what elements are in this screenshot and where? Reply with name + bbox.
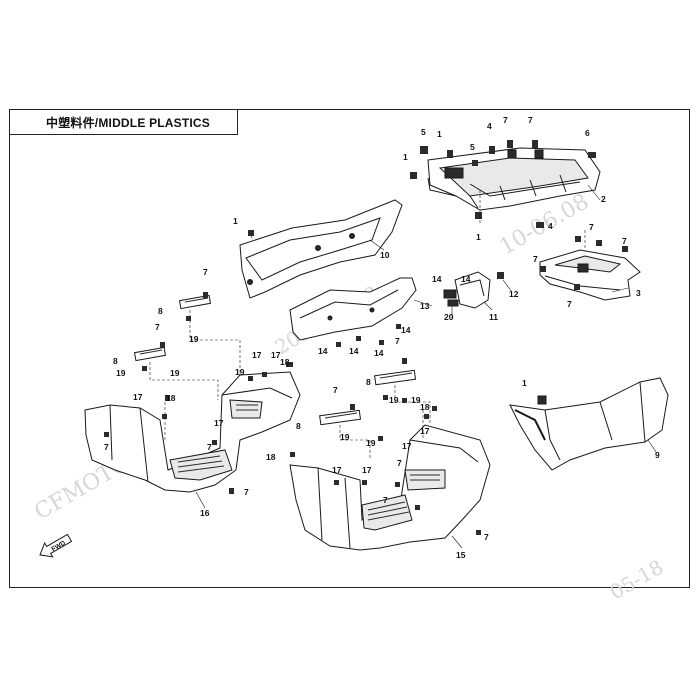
callout-1: 1	[522, 378, 527, 388]
callout-11: 11	[489, 312, 498, 322]
fasteners-part-3	[540, 236, 628, 290]
callout-19: 19	[170, 368, 180, 378]
callout-19: 19	[189, 334, 199, 344]
fwd-arrow-icon: FWD	[39, 533, 73, 558]
callout-17: 17	[402, 441, 412, 451]
part-20-clip	[443, 289, 459, 307]
callout-numbers: 1 1 1 1 1 2 3 4 4 5 5 6 7 7 7 7 7 7 7 7 …	[104, 115, 660, 560]
part-12-grommet	[497, 272, 504, 279]
fasteners-part-2	[410, 140, 596, 228]
callout-12: 12	[509, 289, 519, 299]
callout-7: 7	[207, 442, 212, 452]
callout-19: 19	[116, 368, 126, 378]
callout-18: 18	[280, 357, 290, 367]
callout-8: 8	[366, 377, 371, 387]
assembly-guides	[149, 190, 586, 460]
part-10-side-panel	[239, 199, 403, 299]
callout-14: 14	[461, 274, 471, 284]
callout-7: 7	[589, 222, 594, 232]
callout-20: 20	[444, 312, 454, 322]
part-3-bracket	[539, 249, 641, 301]
callout-16: 16	[200, 508, 210, 518]
callout-15: 15	[456, 550, 466, 560]
callout-7: 7	[203, 267, 208, 277]
callout-17: 17	[252, 350, 262, 360]
callout-9: 9	[655, 450, 660, 460]
callout-1: 1	[476, 232, 481, 242]
part-9-side-panel	[509, 377, 669, 471]
part-8-foot-strips	[133, 294, 417, 426]
callout-17: 17	[214, 418, 224, 428]
callout-7: 7	[533, 254, 538, 264]
callout-8: 8	[296, 421, 301, 431]
callout-14: 14	[401, 325, 411, 335]
callout-4: 4	[487, 121, 492, 131]
callout-18: 18	[266, 452, 276, 462]
callout-13: 13	[420, 301, 430, 311]
callout-7: 7	[484, 532, 489, 542]
callout-7: 7	[104, 442, 109, 452]
callout-1: 1	[403, 152, 408, 162]
callout-19: 19	[340, 432, 350, 442]
part-16-footwell	[84, 371, 301, 493]
callout-19: 19	[389, 395, 399, 405]
callout-8: 8	[158, 306, 163, 316]
callout-14: 14	[374, 348, 384, 358]
part-15-footwell	[289, 424, 491, 551]
callout-17: 17	[332, 465, 342, 475]
watermark-date-c: 05-18	[606, 555, 668, 605]
part-13-center-fairing	[289, 277, 417, 341]
callout-17: 17	[271, 350, 281, 360]
callout-5: 5	[470, 142, 475, 152]
leader-lines	[195, 184, 657, 549]
page-title: 中塑料件/MIDDLE PLASTICS	[9, 109, 238, 135]
callout-6: 6	[585, 128, 590, 138]
callout-14: 14	[349, 346, 359, 356]
callout-7: 7	[155, 322, 160, 332]
callout-7: 7	[383, 495, 388, 505]
callout-7: 7	[622, 236, 627, 246]
part-2-bracket	[427, 147, 601, 211]
callout-3: 3	[636, 288, 641, 298]
callout-14: 14	[318, 346, 328, 356]
callout-19: 19	[411, 395, 421, 405]
callout-7: 7	[503, 115, 508, 125]
callout-4: 4	[548, 221, 553, 231]
part-11-cover	[454, 271, 491, 309]
callout-7: 7	[528, 115, 533, 125]
callout-7: 7	[567, 299, 572, 309]
callout-2: 2	[601, 194, 606, 204]
callout-19: 19	[366, 438, 376, 448]
screw-fasteners	[104, 230, 481, 535]
callout-7: 7	[395, 336, 400, 346]
callout-17: 17	[133, 392, 143, 402]
callout-17: 17	[362, 465, 372, 475]
callout-7: 7	[397, 458, 402, 468]
callout-14: 14	[432, 274, 442, 284]
callout-10: 10	[380, 250, 390, 260]
callout-1: 1	[233, 216, 238, 226]
callout-17: 17	[420, 426, 430, 436]
diagram-frame	[9, 109, 690, 588]
callout-19: 19	[235, 367, 245, 377]
callout-18: 18	[166, 393, 176, 403]
callout-7: 7	[333, 385, 338, 395]
callout-5: 5	[421, 127, 426, 137]
callout-7: 7	[244, 487, 249, 497]
callout-8: 8	[113, 356, 118, 366]
callout-1: 1	[437, 129, 442, 139]
callout-18: 18	[420, 402, 430, 412]
